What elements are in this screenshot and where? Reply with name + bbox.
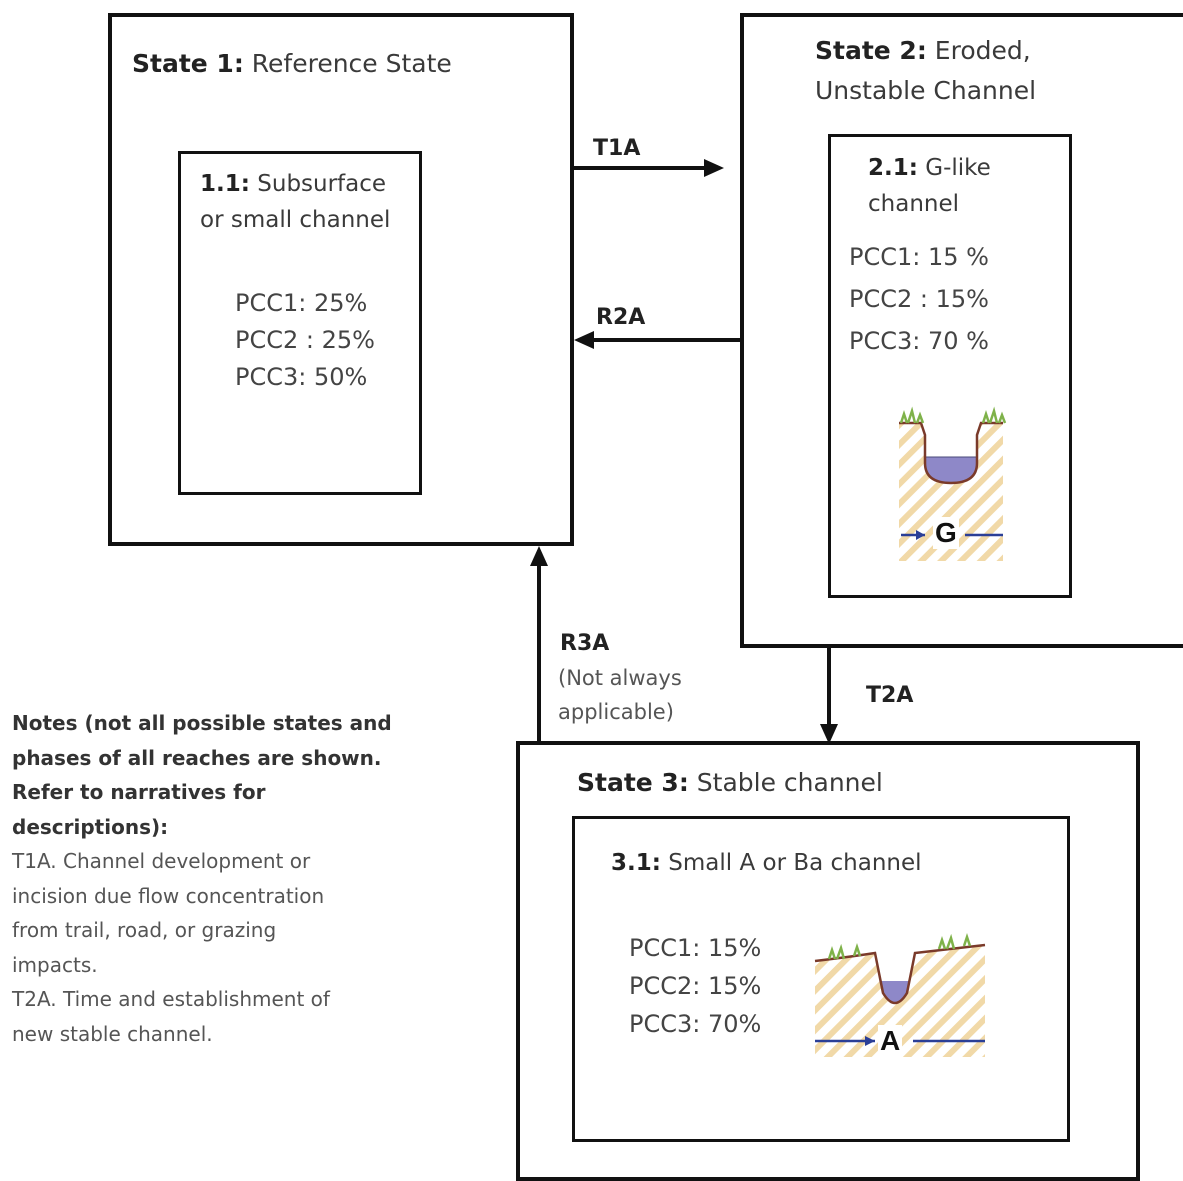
r3a-arrow bbox=[530, 546, 548, 741]
phase-1-1-pcc3: PCC3: 50% bbox=[235, 363, 368, 391]
phase-1-1-pcc2: PCC2 : 25% bbox=[235, 326, 375, 354]
t1a-label: T1A bbox=[593, 136, 641, 161]
state-3-title: State 3: Stable channel bbox=[577, 765, 883, 800]
phase-3-1-pcc3: PCC3: 70% bbox=[629, 1010, 762, 1038]
phase-2-1-number: 2.1: bbox=[868, 155, 918, 181]
phase-2-1-box: 2.1: G-like channel PCC1: 15 % PCC2 : 15… bbox=[828, 134, 1072, 598]
notes-heading-line4: descriptions): bbox=[12, 814, 169, 839]
phase-2-1-name-line2: channel bbox=[868, 191, 960, 217]
notes-line6: new stable channel. bbox=[12, 1021, 213, 1046]
notes-line4: impacts. bbox=[12, 952, 98, 977]
phase-1-1-title: 1.1: Subsurface or small channel bbox=[200, 166, 390, 238]
state-1-title-number: State 1: bbox=[132, 49, 244, 78]
state-3-title-text: Stable channel bbox=[688, 768, 883, 797]
phase-3-1-pcc-list: PCC1: 15% PCC2: 15% PCC3: 70% bbox=[629, 929, 761, 1043]
r3a-note: (Not always applicable) bbox=[558, 661, 682, 729]
notes-heading-line1: Notes (not all possible states and bbox=[12, 711, 392, 735]
state-3-title-number: State 3: bbox=[577, 768, 689, 797]
g-channel-label: G bbox=[933, 517, 959, 549]
notes-line5: T2A. Time and establishment of bbox=[12, 987, 330, 1011]
state-3-box: State 3: Stable channel 3.1: Small A or … bbox=[516, 741, 1140, 1181]
r2a-label: R2A bbox=[596, 305, 646, 330]
notes-block: Notes (not all possible states and phase… bbox=[12, 706, 412, 1051]
r3a-note-line2: applicable) bbox=[558, 700, 674, 724]
a-channel-label: A bbox=[878, 1025, 903, 1057]
phase-2-1-pcc-list: PCC1: 15 % PCC2 : 15% PCC3: 70 % bbox=[849, 236, 989, 362]
notes-heading-line3: Refer to narratives for bbox=[12, 780, 266, 804]
t1a-arrow bbox=[574, 159, 724, 177]
phase-2-1-pcc3: PCC3: 70 % bbox=[849, 327, 989, 355]
phase-3-1-pcc2: PCC2: 15% bbox=[629, 972, 762, 1000]
phase-3-1-box: 3.1: Small A or Ba channel PCC1: 15% PCC… bbox=[572, 816, 1070, 1142]
phase-1-1-name-line2: or small channel bbox=[200, 207, 391, 233]
phase-1-1-box: 1.1: Subsurface or small channel PCC1: 2… bbox=[178, 151, 422, 495]
t2a-label: T2A bbox=[866, 683, 914, 708]
state-1-box: State 1: Reference State 1.1: Subsurface… bbox=[108, 13, 574, 546]
state-2-box: State 2: Eroded, Unstable Channel 2.1: G… bbox=[740, 13, 1183, 648]
state-2-title-number: State 2: bbox=[815, 36, 927, 65]
state-1-title-text: Reference State bbox=[243, 49, 452, 78]
phase-1-1-number: 1.1: bbox=[200, 171, 250, 197]
phase-3-1-pcc1: PCC1: 15% bbox=[629, 934, 762, 962]
phase-2-1-pcc2: PCC2 : 15% bbox=[849, 285, 989, 313]
r3a-note-line1: (Not always bbox=[558, 666, 682, 690]
phase-2-1-title: 2.1: G-like channel bbox=[868, 150, 991, 222]
phase-1-1-pcc1: PCC1: 25% bbox=[235, 289, 368, 317]
r2a-arrow bbox=[574, 331, 740, 349]
phase-1-1-pcc-list: PCC1: 25% PCC2 : 25% PCC3: 50% bbox=[235, 285, 375, 396]
r3a-label: R3A bbox=[560, 631, 610, 656]
t2a-arrow bbox=[820, 648, 838, 744]
state-2-title-text: Eroded, bbox=[926, 36, 1031, 65]
g-channel-cross-section-icon bbox=[899, 406, 1007, 561]
phase-3-1-title: 3.1: Small A or Ba channel bbox=[611, 847, 922, 879]
notes-line2: incision due flow concentration bbox=[12, 883, 325, 908]
phase-3-1-number: 3.1: bbox=[611, 850, 661, 876]
phase-2-1-name: G-like bbox=[917, 155, 991, 181]
state-2-title-line2: Unstable Channel bbox=[815, 76, 1037, 105]
phase-1-1-name: Subsurface bbox=[249, 171, 387, 197]
notes-heading-line2: phases of all reaches are shown. bbox=[12, 745, 382, 770]
notes-line3: from trail, road, or grazing bbox=[12, 918, 277, 942]
notes-line1: T1A. Channel development or bbox=[12, 849, 311, 873]
state-1-title: State 1: Reference State bbox=[132, 46, 452, 81]
state-2-title: State 2: Eroded, Unstable Channel bbox=[815, 31, 1036, 111]
a-channel-cross-section-icon bbox=[814, 933, 986, 1057]
phase-3-1-name: Small A or Ba channel bbox=[660, 850, 922, 876]
phase-2-1-pcc1: PCC1: 15 % bbox=[849, 243, 989, 271]
